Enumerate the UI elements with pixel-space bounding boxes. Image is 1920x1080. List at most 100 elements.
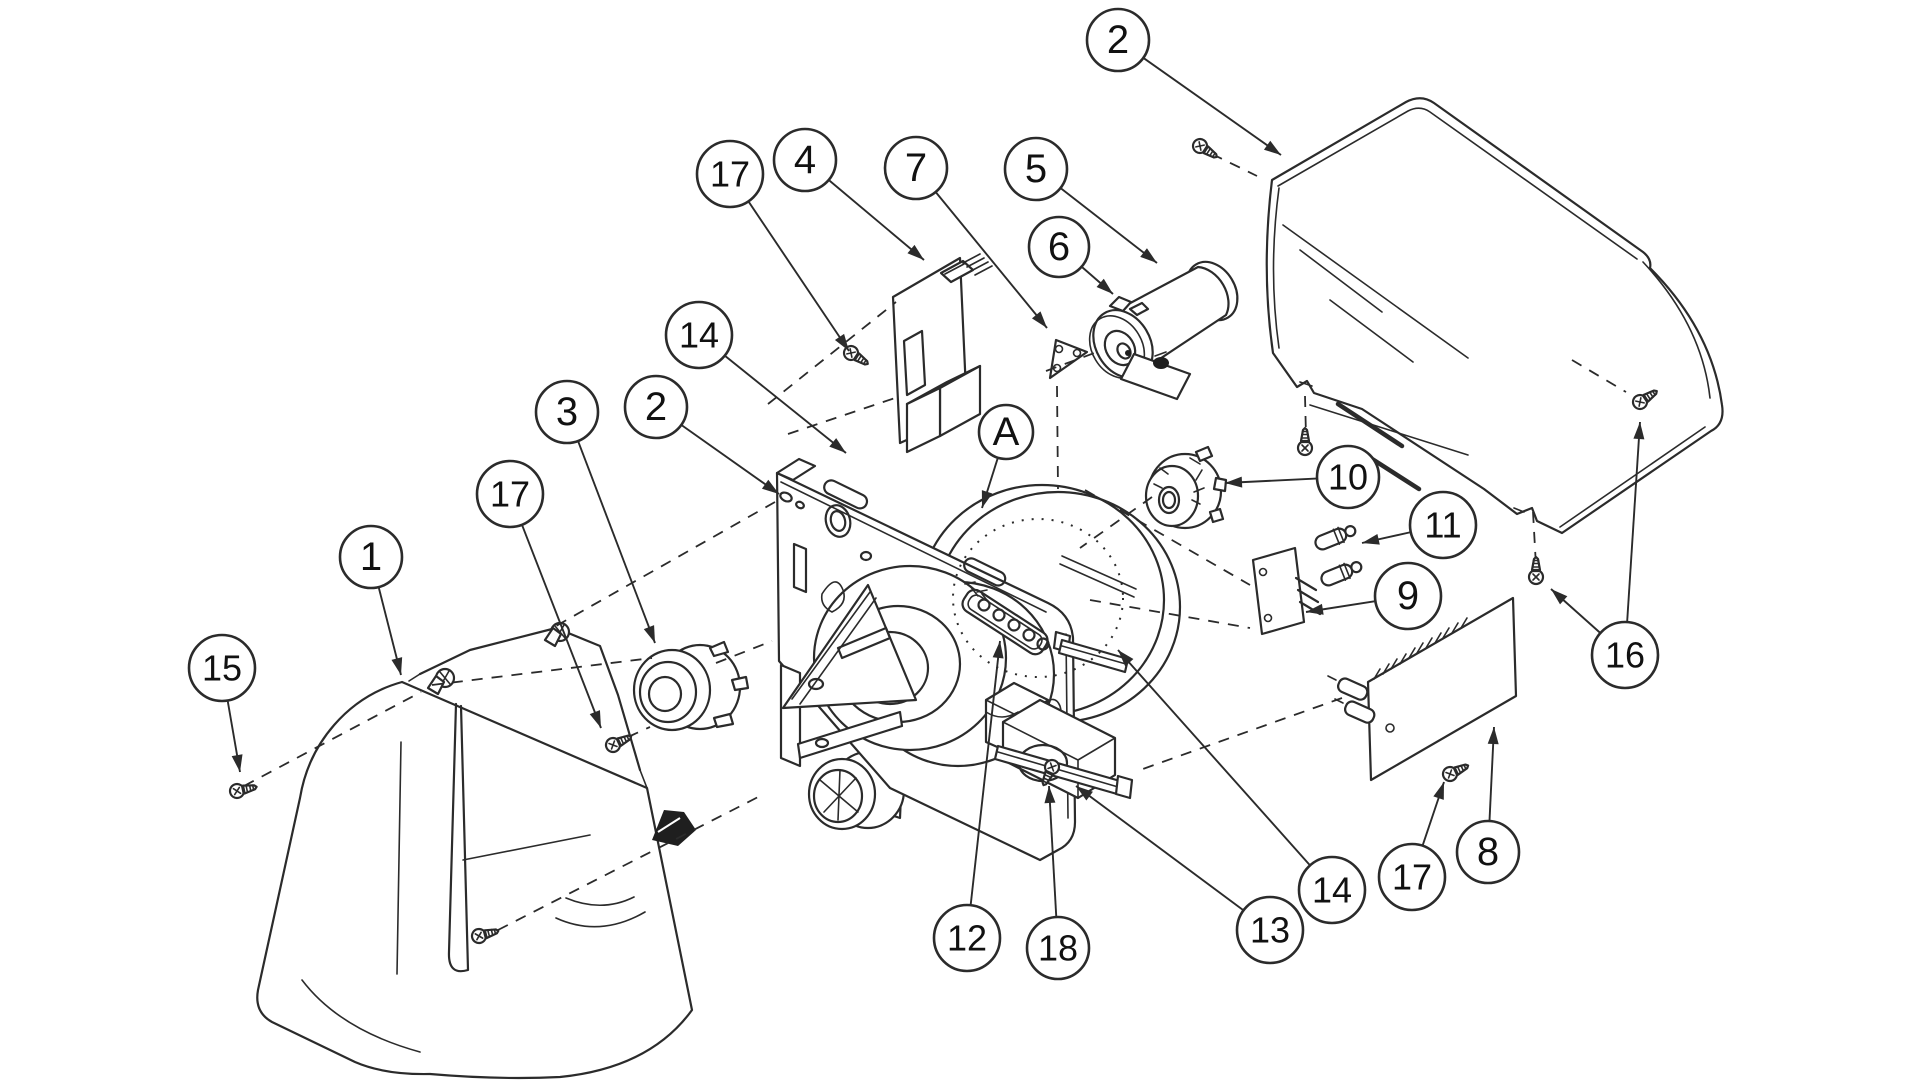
screw-icon bbox=[1041, 758, 1061, 787]
callout-4: 4 bbox=[772, 127, 925, 261]
lower-rail bbox=[993, 744, 1134, 800]
dashed-axis-line bbox=[715, 640, 773, 664]
screw-icon bbox=[842, 344, 869, 366]
arrowhead-icon bbox=[1487, 727, 1499, 745]
arrowhead-icon bbox=[834, 333, 849, 351]
screw-icon bbox=[1296, 426, 1314, 457]
callout-16: 16 bbox=[1550, 421, 1660, 690]
control-board bbox=[891, 253, 993, 454]
arrowhead-icon bbox=[391, 657, 403, 675]
callout-3: 3 bbox=[534, 379, 656, 644]
dashed-axis-line bbox=[1045, 351, 1098, 372]
dashed-axis-line bbox=[627, 726, 651, 738]
balloon-circle bbox=[1373, 561, 1443, 631]
arrowhead-icon bbox=[992, 641, 1004, 659]
screw-icon bbox=[1631, 389, 1658, 411]
balloon-circle bbox=[623, 374, 689, 440]
balloon-label: 17 bbox=[490, 474, 530, 515]
support-wedge-bracket bbox=[779, 583, 918, 768]
balloon-circle bbox=[1377, 842, 1447, 912]
balloon-circle bbox=[932, 903, 1002, 973]
screw-icon bbox=[1191, 137, 1218, 159]
arrowhead-icon bbox=[907, 244, 924, 260]
dashed-axis-line bbox=[767, 301, 897, 405]
balloon-circle bbox=[1027, 215, 1091, 279]
arrowhead-icon bbox=[1633, 422, 1645, 440]
standoff-pins bbox=[1314, 525, 1363, 587]
leader-line bbox=[724, 355, 847, 454]
arrowhead-icon bbox=[1551, 589, 1568, 605]
callout-14: 14 bbox=[1117, 649, 1367, 925]
balloon-label: 4 bbox=[794, 138, 816, 182]
dashed-axis-line bbox=[787, 396, 899, 435]
balloon-label: 17 bbox=[1392, 857, 1432, 898]
main-housing-cover bbox=[1265, 97, 1724, 535]
balloon-circle bbox=[475, 459, 545, 529]
balloon-circle bbox=[1235, 895, 1305, 965]
arrowhead-icon bbox=[1433, 782, 1444, 800]
screws bbox=[228, 137, 1658, 945]
callout-17: 17 bbox=[475, 459, 602, 729]
leader-line bbox=[521, 525, 602, 729]
balloon-circle bbox=[1590, 620, 1660, 690]
balloon-label: 1 bbox=[360, 535, 382, 579]
callout-11: 11 bbox=[1361, 490, 1478, 560]
arrowhead-icon bbox=[1225, 476, 1243, 488]
callout-17: 17 bbox=[1377, 781, 1447, 912]
balloon-circle bbox=[772, 127, 838, 193]
dashed-axis-line bbox=[1056, 385, 1059, 490]
balloon-label: 18 bbox=[1038, 928, 1078, 969]
balloon-label: 14 bbox=[679, 315, 719, 356]
callout-8: 8 bbox=[1455, 726, 1521, 885]
screw-icon bbox=[470, 927, 500, 945]
arrowhead-icon bbox=[1096, 278, 1113, 294]
dashed-axis-line bbox=[1089, 599, 1251, 629]
balloon-circle bbox=[1085, 7, 1151, 73]
callout-15: 15 bbox=[187, 633, 257, 773]
upper-rail bbox=[1052, 630, 1130, 674]
balloon-circle bbox=[1297, 855, 1367, 925]
callout-7: 7 bbox=[883, 135, 1048, 329]
balloon-circle bbox=[695, 139, 765, 209]
leader-line bbox=[748, 201, 850, 352]
balloon-circle bbox=[1025, 915, 1091, 981]
arrowhead-icon bbox=[643, 625, 655, 643]
callout-10: 10 bbox=[1224, 444, 1381, 510]
callout-1: 1 bbox=[338, 524, 404, 676]
callout-18: 18 bbox=[1025, 785, 1091, 981]
arrowhead-icon bbox=[1076, 786, 1093, 801]
callout-5: 5 bbox=[1003, 136, 1158, 264]
balloon-circle bbox=[977, 403, 1035, 461]
screw-icon bbox=[1527, 555, 1545, 586]
balloon-label: 2 bbox=[645, 385, 667, 429]
balloon-label: 17 bbox=[710, 154, 750, 195]
arrowhead-icon bbox=[1362, 533, 1380, 545]
dashed-axis-line bbox=[431, 657, 653, 686]
balloon-label: 11 bbox=[1424, 505, 1461, 546]
callout-17: 17 bbox=[695, 139, 850, 352]
end-panel-cover bbox=[256, 621, 694, 1080]
balloon-circle bbox=[664, 300, 734, 370]
arrowhead-icon bbox=[589, 710, 601, 728]
arrowhead-icon bbox=[1031, 311, 1047, 328]
balloon-label: 15 bbox=[202, 648, 242, 689]
lens-assembly bbox=[632, 640, 750, 732]
leader-line bbox=[1075, 785, 1244, 911]
arrowhead-icon bbox=[1118, 650, 1134, 667]
arrowhead-icon bbox=[981, 490, 993, 508]
leader-line bbox=[1143, 57, 1282, 156]
balloon-label: 12 bbox=[947, 918, 987, 959]
flywheel-bolt-circle bbox=[952, 518, 1124, 678]
balloon-label: 14 bbox=[1312, 870, 1352, 911]
balloon-label: 9 bbox=[1397, 574, 1419, 618]
leader-line bbox=[577, 441, 656, 644]
balloon-label: 16 bbox=[1605, 635, 1645, 676]
balloon-label: A bbox=[993, 410, 1020, 454]
arrowhead-icon bbox=[1306, 603, 1324, 615]
terminal-board bbox=[1251, 546, 1322, 636]
balloon-label: 8 bbox=[1477, 830, 1499, 874]
drive-motor bbox=[1088, 260, 1239, 401]
